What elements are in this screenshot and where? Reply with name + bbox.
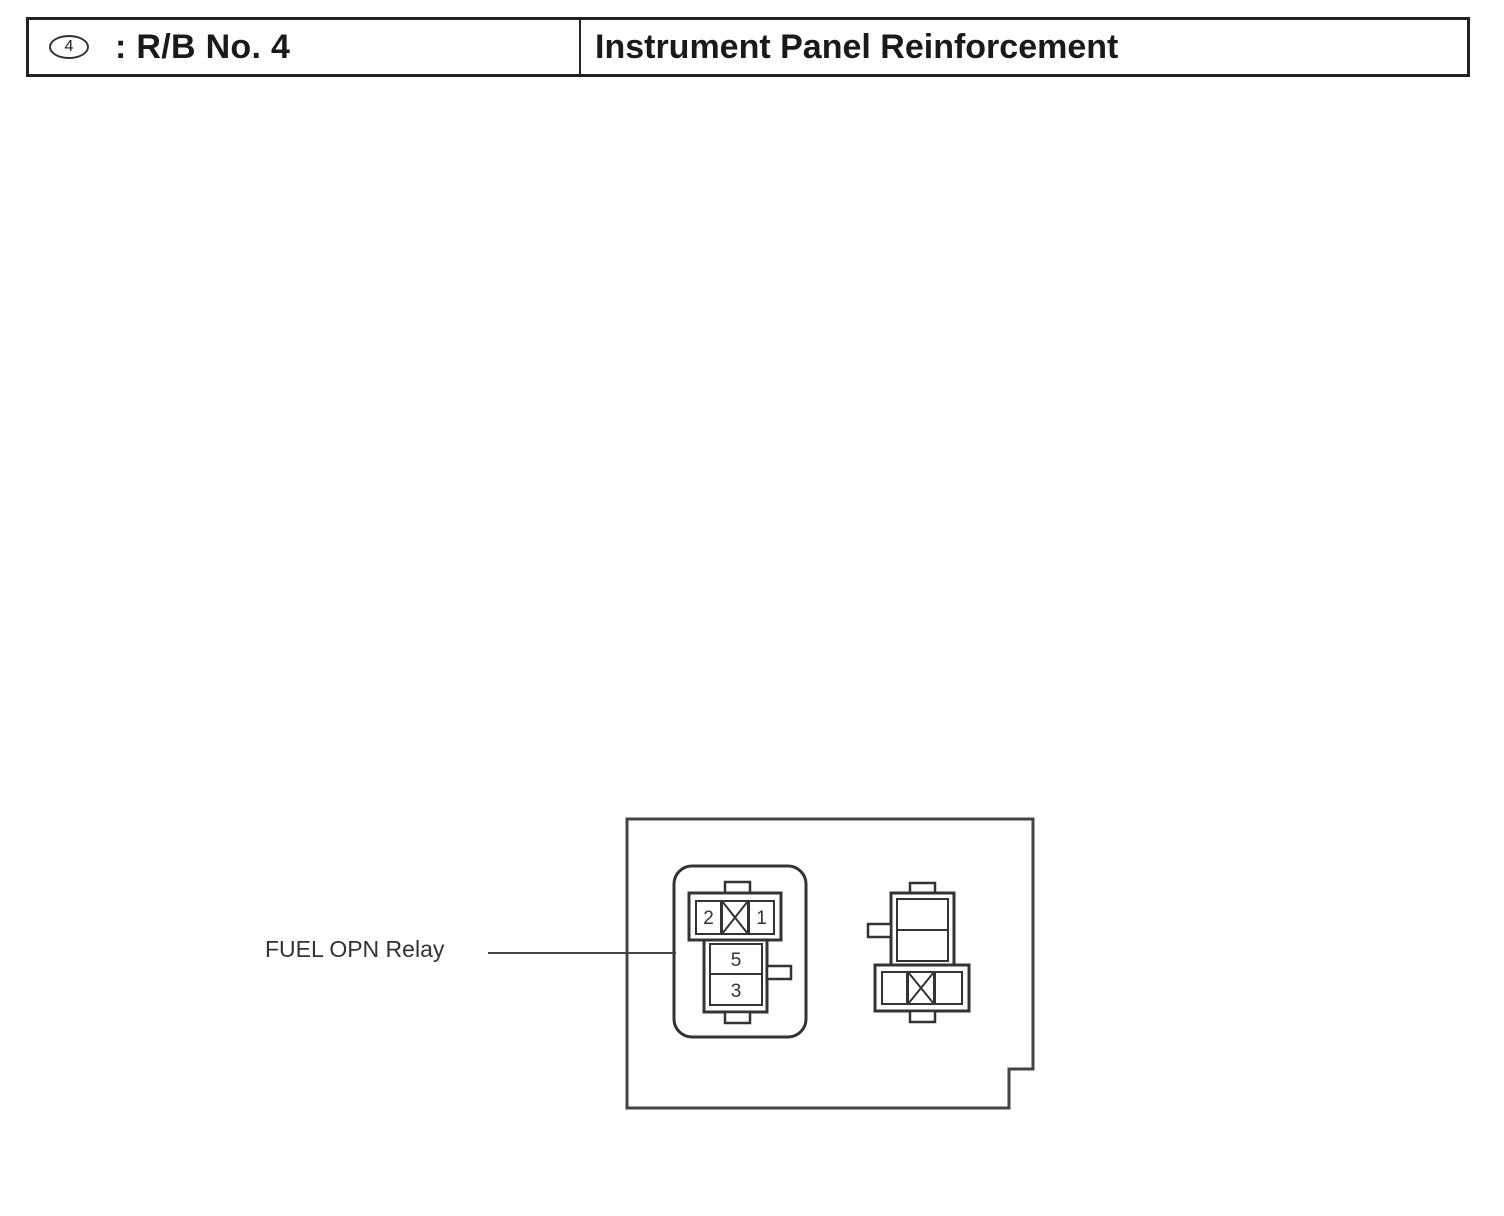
relay-block-outline <box>625 817 1035 1110</box>
terminal-1-cavity <box>748 900 775 935</box>
header-table: 4 : R/B No. 4 Instrument Panel Reinforce… <box>26 17 1470 77</box>
header-block-cell: 4 : R/B No. 4 <box>29 20 581 74</box>
terminal-5-label: 5 <box>731 950 742 971</box>
second-relay-socket <box>866 881 971 1024</box>
terminal-3-label: 3 <box>731 981 742 1002</box>
terminal-5-cavity <box>709 943 763 975</box>
fuel-opn-relay-socket: 2 1 5 3 <box>672 864 808 1039</box>
terminal-3-cavity <box>709 973 763 1006</box>
terminal-1-label: 1 <box>756 908 767 929</box>
terminal-2-label: 2 <box>703 908 714 929</box>
location-number: 4 <box>64 38 74 55</box>
location-number-badge: 4 <box>49 35 89 59</box>
mount-location: Instrument Panel Reinforcement <box>595 27 1119 66</box>
block-name: : R/B No. 4 <box>115 27 291 66</box>
fuel-opn-relay-label: FUEL OPN Relay <box>265 936 445 962</box>
